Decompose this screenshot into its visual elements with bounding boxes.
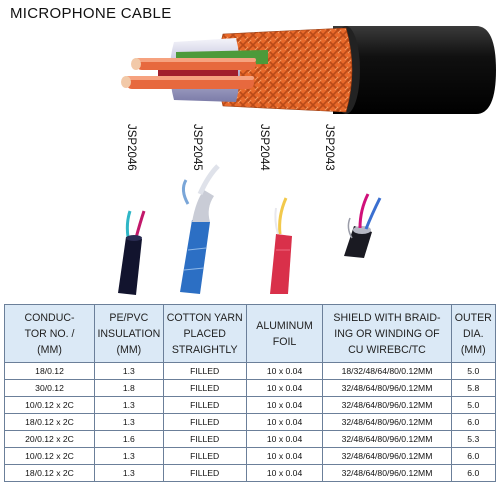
page-title: MICROPHONE CABLE: [10, 5, 172, 22]
cell-aluminum-foil: 10 x 0.04: [245, 362, 324, 380]
header-shield: SHIELD WITH BRAID- ING OR WINDING OF CU …: [322, 304, 452, 363]
cell-conductor: 18/0.12 x 2C: [3, 464, 96, 482]
conductor-bottom: [121, 76, 254, 89]
outer-jacket: [333, 26, 496, 114]
cable-cutaway-illustration: [121, 26, 496, 114]
cell-conductor: 10/0.12 x 2C: [3, 447, 96, 465]
cell-cotton-yarn: FILLED: [162, 379, 247, 397]
cell-insulation: 1.3: [94, 447, 164, 465]
cell-aluminum-foil: 10 x 0.04: [245, 447, 324, 465]
cell-outer-dia: 5.0: [450, 396, 497, 414]
cell-outer-dia: 6.0: [450, 447, 497, 465]
cell-insulation: 1.3: [94, 413, 164, 431]
cell-conductor: 18/0.12 x 2C: [3, 413, 96, 431]
cell-insulation: 1.3: [94, 396, 164, 414]
table-row: 18/0.12 x 2C 1.3 FILLED 10 x 0.04 32/48/…: [3, 464, 497, 482]
table-row: 10/0.12 x 2C 1.3 FILLED 10 x 0.04 32/48/…: [3, 396, 497, 414]
cell-shield: 32/48/64/80/96/0.12MM: [322, 430, 452, 448]
table-row: 20/0.12 x 2C 1.6 FILLED 10 x 0.04 32/48/…: [3, 430, 497, 448]
cell-cotton-yarn: FILLED: [162, 430, 247, 448]
cable-sample-jsp2044: [270, 195, 294, 294]
cell-conductor: 18/0.12: [3, 362, 96, 380]
cable-sample-jsp2043: [344, 193, 382, 258]
cell-shield: 32/48/64/80/96/0.12MM: [322, 413, 452, 431]
cell-conductor: 10/0.12 x 2C: [3, 396, 96, 414]
spec-table-header-row: CONDUC- TOR NO. / (MM) PE/PVC INSULATION…: [3, 304, 497, 363]
cell-aluminum-foil: 10 x 0.04: [245, 379, 324, 397]
cell-aluminum-foil: 10 x 0.04: [245, 413, 324, 431]
table-row: 10/0.12 x 2C 1.3 FILLED 10 x 0.04 32/48/…: [3, 447, 497, 465]
cell-outer-dia: 5.0: [450, 362, 497, 380]
cell-aluminum-foil: 10 x 0.04: [245, 464, 324, 482]
cable-sample-jsp2045: [180, 164, 220, 294]
cell-aluminum-foil: 10 x 0.04: [245, 430, 324, 448]
header-outer-dia: OUTER DIA. (MM): [450, 304, 497, 363]
cell-cotton-yarn: FILLED: [162, 396, 247, 414]
cell-shield: 32/48/64/80/96/0.12MM: [322, 396, 452, 414]
header-insulation: PE/PVC INSULATION (MM): [94, 304, 164, 363]
model-label-jsp2046: JSP2046: [125, 124, 137, 171]
spec-table: CONDUC- TOR NO. / (MM) PE/PVC INSULATION…: [3, 304, 497, 482]
cell-shield: 32/48/64/80/96/0.12MM: [322, 379, 452, 397]
cell-cotton-yarn: FILLED: [162, 362, 247, 380]
cell-insulation: 1.3: [94, 464, 164, 482]
cell-outer-dia: 6.0: [450, 413, 497, 431]
header-cotton-yarn: COTTON YARN PLACED STRAIGHTLY: [162, 304, 247, 363]
cell-shield: 32/48/64/80/96/0.12MM: [322, 464, 452, 482]
cell-outer-dia: 6.0: [450, 464, 497, 482]
cable-sample-jsp2046: [118, 210, 146, 295]
cell-outer-dia: 5.8: [450, 379, 497, 397]
cell-outer-dia: 5.3: [450, 430, 497, 448]
cell-cotton-yarn: FILLED: [162, 464, 247, 482]
cell-shield: 32/48/64/80/96/0.12MM: [322, 447, 452, 465]
model-label-jsp2043: JSP2043: [323, 124, 335, 171]
cell-conductor: 30/0.12: [3, 379, 96, 397]
cell-aluminum-foil: 10 x 0.04: [245, 396, 324, 414]
cell-insulation: 1.8: [94, 379, 164, 397]
table-row: 18/0.12 x 2C 1.3 FILLED 10 x 0.04 32/48/…: [3, 413, 497, 431]
table-row: 30/0.12 1.8 FILLED 10 x 0.04 32/48/64/80…: [3, 379, 497, 397]
cell-insulation: 1.3: [94, 362, 164, 380]
cell-conductor: 20/0.12 x 2C: [3, 430, 96, 448]
model-label-jsp2044: JSP2044: [258, 124, 270, 171]
header-conductor: CONDUC- TOR NO. / (MM): [3, 304, 96, 363]
conductor-top: [131, 58, 256, 70]
cell-cotton-yarn: FILLED: [162, 447, 247, 465]
header-aluminum-foil: ALUMINUM FOIL: [245, 304, 324, 363]
cell-cotton-yarn: FILLED: [162, 413, 247, 431]
table-row: 18/0.12 1.3 FILLED 10 x 0.04 18/32/48/64…: [3, 362, 497, 380]
cell-insulation: 1.6: [94, 430, 164, 448]
cell-shield: 18/32/48/64/80/0.12MM: [322, 362, 452, 380]
